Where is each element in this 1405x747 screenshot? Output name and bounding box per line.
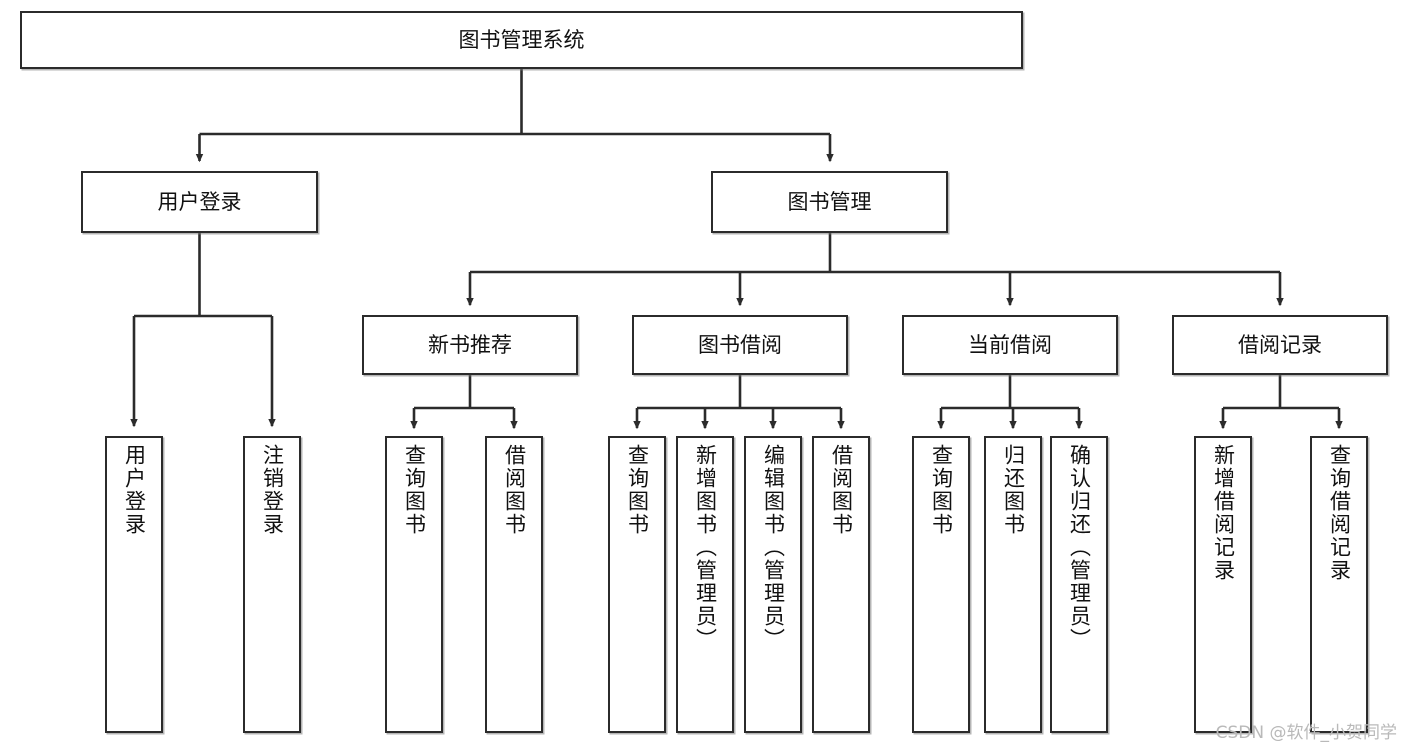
node-leaf-user-login-label: 用户登录 (122, 444, 147, 536)
node-leaf-add-record-label: 新增借阅记录 (1211, 444, 1236, 582)
node-current-borrow-label: 当前借阅 (968, 332, 1052, 357)
node-leaf-return-book[interactable]: 归还图书 (984, 436, 1042, 733)
node-leaf-borrow-book-2-label: 借阅图书 (829, 444, 854, 536)
node-new-book-recommend[interactable]: 新书推荐 (362, 315, 578, 375)
csdn-watermark: CSDN @软件_小贺同学 (1215, 723, 1397, 743)
node-leaf-add-record[interactable]: 新增借阅记录 (1194, 436, 1252, 733)
node-leaf-borrow-book-1[interactable]: 借阅图书 (485, 436, 543, 733)
node-leaf-query-book-2[interactable]: 查询图书 (608, 436, 666, 733)
node-book-management-label: 图书管理 (787, 189, 872, 214)
node-leaf-confirm-return[interactable]: 确认归还（管理员） (1050, 436, 1108, 733)
node-leaf-add-book-label: 新增图书（管理员） (693, 444, 718, 651)
node-leaf-query-book-2-label: 查询图书 (625, 444, 650, 536)
node-user-login-label: 用户登录 (157, 189, 242, 214)
node-leaf-logout-label: 注销登录 (260, 444, 285, 536)
node-leaf-borrow-book-1-label: 借阅图书 (502, 444, 527, 536)
node-leaf-confirm-return-label: 确认归还（管理员） (1067, 444, 1092, 651)
node-leaf-add-book[interactable]: 新增图书（管理员） (676, 436, 734, 733)
node-book-borrow[interactable]: 图书借阅 (632, 315, 848, 375)
node-borrow-records[interactable]: 借阅记录 (1172, 315, 1388, 375)
node-new-book-recommend-label: 新书推荐 (428, 332, 512, 357)
node-leaf-user-login[interactable]: 用户登录 (105, 436, 163, 733)
node-book-management[interactable]: 图书管理 (711, 171, 948, 233)
node-current-borrow[interactable]: 当前借阅 (902, 315, 1118, 375)
node-user-login[interactable]: 用户登录 (81, 171, 318, 233)
node-leaf-query-book-1[interactable]: 查询图书 (385, 436, 443, 733)
node-leaf-borrow-book-2[interactable]: 借阅图书 (812, 436, 870, 733)
node-root[interactable]: 图书管理系统 (20, 11, 1023, 69)
node-leaf-return-book-label: 归还图书 (1001, 444, 1026, 536)
node-leaf-query-book-3-label: 查询图书 (929, 444, 954, 536)
node-leaf-query-record-label: 查询借阅记录 (1327, 444, 1352, 582)
node-leaf-query-record[interactable]: 查询借阅记录 (1310, 436, 1368, 733)
node-leaf-query-book-3[interactable]: 查询图书 (912, 436, 970, 733)
node-borrow-records-label: 借阅记录 (1238, 332, 1322, 357)
node-leaf-edit-book[interactable]: 编辑图书（管理员） (744, 436, 802, 733)
node-leaf-query-book-1-label: 查询图书 (402, 444, 427, 536)
node-leaf-logout[interactable]: 注销登录 (243, 436, 301, 733)
node-root-label: 图书管理系统 (458, 27, 585, 52)
node-book-borrow-label: 图书借阅 (698, 332, 782, 357)
node-leaf-edit-book-label: 编辑图书（管理员） (761, 444, 786, 651)
